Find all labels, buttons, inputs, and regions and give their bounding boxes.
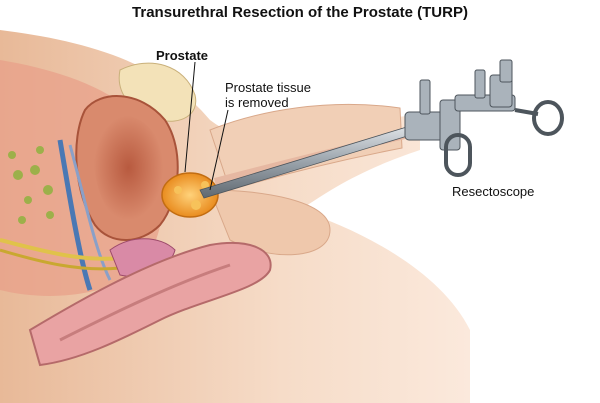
bladder-lumen bbox=[93, 115, 164, 221]
resectoscope-ring bbox=[532, 100, 564, 136]
label-resectoscope: Resectoscope bbox=[452, 184, 535, 199]
label-tissue-line1: Prostate tissue bbox=[225, 80, 311, 95]
diagram-title: Transurethral Resection of the Prostate … bbox=[132, 4, 468, 21]
resectoscope-grip bbox=[444, 133, 472, 177]
rectum bbox=[28, 241, 272, 367]
label-prostate: Prostate bbox=[156, 48, 209, 63]
resectoscope-handle bbox=[404, 59, 516, 151]
label-tissue-line2: is removed bbox=[225, 95, 289, 110]
